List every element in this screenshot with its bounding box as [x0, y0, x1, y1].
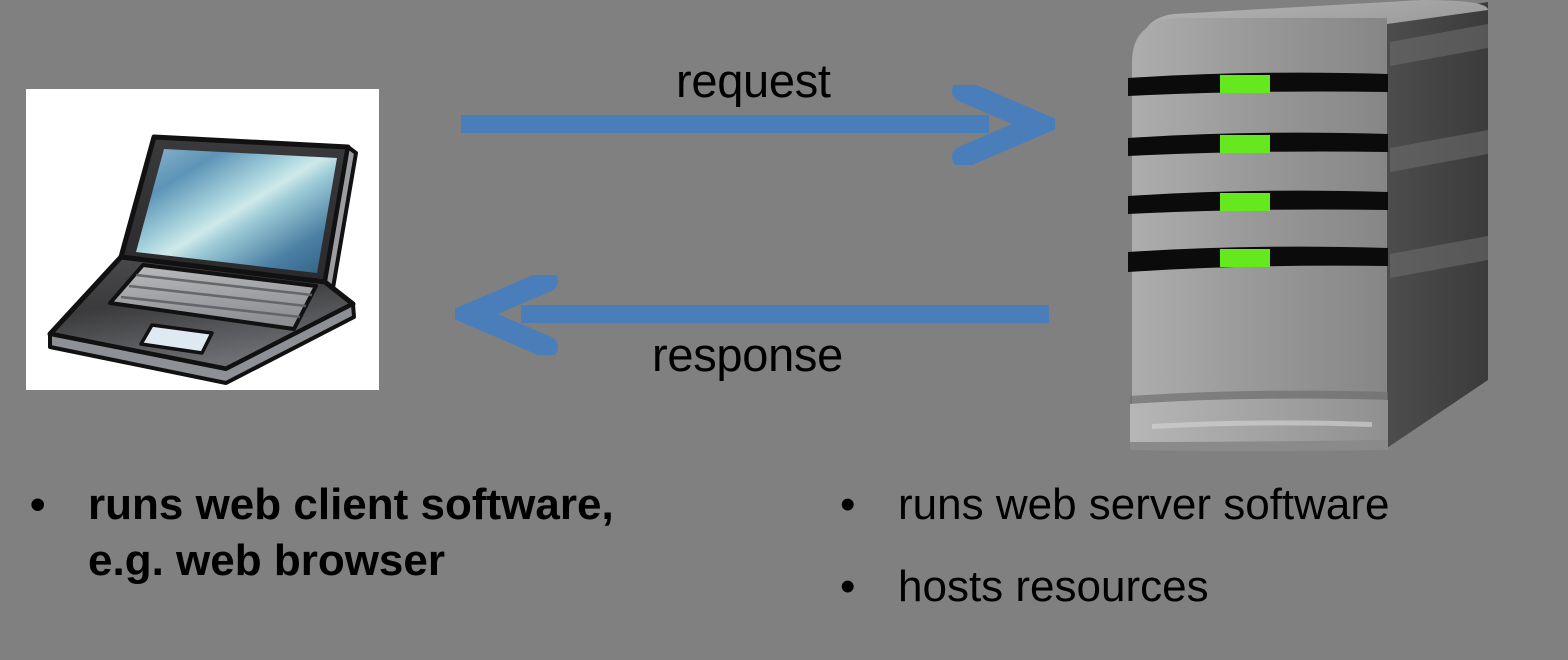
request-label: request [676, 54, 831, 107]
client-bullet-list: • runs web client software, e.g. web bro… [30, 477, 750, 589]
bullet-text: e.g. web browser [88, 535, 445, 585]
request-arrow-icon [461, 85, 1055, 165]
bullet-marker: • [840, 561, 856, 611]
list-item: • runs web server software [840, 477, 1540, 533]
list-item: • runs web client software, [30, 477, 750, 533]
laptop-icon [26, 89, 379, 390]
server-bullet-list: • runs web server software • hosts resou… [840, 477, 1540, 615]
list-item: • hosts resources [840, 559, 1540, 615]
bullet-text: runs web server software [898, 480, 1390, 529]
bullet-text: hosts resources [898, 561, 1209, 611]
response-arrow-icon [455, 275, 1049, 355]
response-label: response [652, 328, 843, 381]
server-icon [1122, 0, 1568, 465]
list-item: e.g. web browser [30, 533, 750, 589]
bullet-text: runs web client software, [88, 480, 614, 529]
bullet-marker: • [30, 480, 46, 529]
bullet-marker: • [840, 480, 856, 529]
